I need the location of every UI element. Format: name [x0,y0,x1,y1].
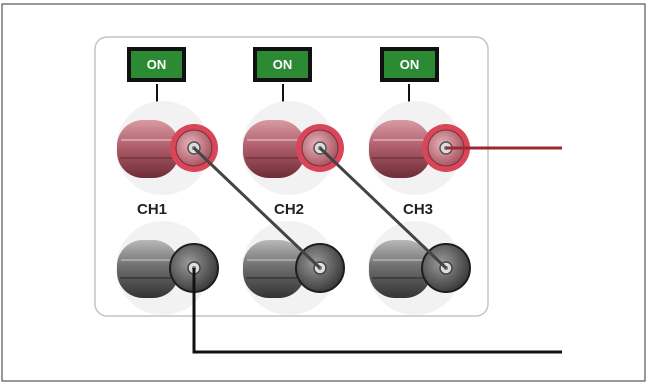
ch1-on-label: ON [147,57,167,72]
ch2-label: CH2 [274,201,305,218]
ch3-on-label: ON [400,57,420,72]
ch1-positive-terminal[interactable] [116,101,218,195]
jumper-ch2-pos-to-ch3-neg [318,146,448,270]
jumper-ch1-pos-to-ch2-neg [192,146,322,270]
ch1-label: CH1 [137,201,168,218]
ch3-on-switch[interactable]: ON [380,47,439,82]
ch2-on-label: ON [273,57,293,72]
negative-output-lead [192,268,562,354]
ch2-on-switch[interactable]: ON [253,47,312,82]
ch3-label: CH3 [403,201,434,218]
ch1-on-switch[interactable]: ON [127,47,186,82]
ch3-positive-terminal[interactable] [368,101,470,195]
ch2-negative-terminal[interactable] [242,221,345,315]
ch2-positive-terminal[interactable] [242,101,344,195]
